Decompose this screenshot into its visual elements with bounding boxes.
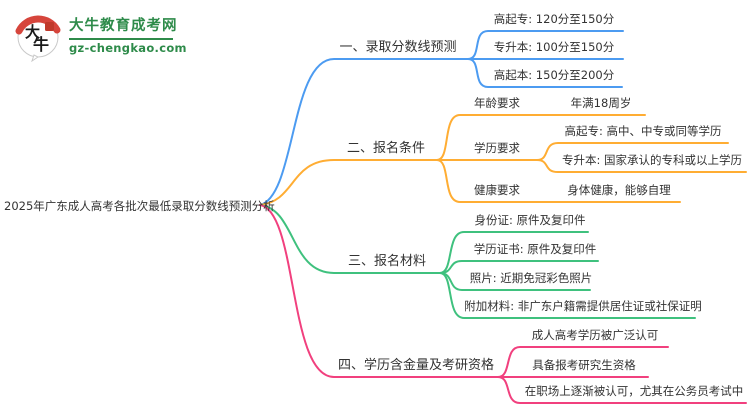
leaf-photo[interactable]: 照片: 近期免冠彩色照片 [469,271,593,285]
leaf-gaoqizhuan-score[interactable]: 高起专: 120分至150分 [493,12,615,26]
underline-branch4-leaf1 [497,346,669,378]
logo-text-block: 大牛教育成考网 gz-chengkao.com [69,17,187,55]
branch1-lines [259,30,624,206]
logo-divider [69,37,173,40]
underline-health-requirement [436,159,538,203]
node-health-requirement[interactable]: 健康要求 [474,183,520,197]
underline-age-requirement [436,114,538,161]
leaf-health-condition[interactable]: 身体健康，能够自理 [567,183,671,197]
svg-text:牛: 牛 [33,35,49,54]
link-root-branch4 [259,204,499,378]
branch-4-degree-value-postgrad[interactable]: 四、学历含金量及考研资格 [337,358,495,373]
underline-branch1-leaf1 [467,30,624,60]
branch2-lines [259,114,747,206]
branch-2-registration-requirements[interactable]: 二、报名条件 [346,141,426,156]
branch3-lines [259,204,696,319]
leaf-widely-recognized[interactable]: 成人高考学历被广泛认可 [531,328,659,342]
underline-branch4-leaf3 [497,376,747,404]
node-age-requirement[interactable]: 年龄要求 [474,96,520,110]
svg-text:大: 大 [25,23,40,41]
leaf-age-18[interactable]: 年满18周岁 [570,96,632,110]
link-root-branch3 [259,204,441,274]
link-root-branch2 [259,159,438,206]
leaf-workplace-recognition[interactable]: 在职场上逐渐被认可，尤其在公务员考试中 [524,384,744,398]
leaf-edu-gaoqizhuan[interactable]: 高起专: 高中、中专或同等学历 [564,124,722,138]
leaf-zhuanshengben-score[interactable]: 专升本: 100分至150分 [493,40,615,54]
leaf-additional-materials[interactable]: 附加材料: 非广东户籍需提供居住证或社保证明 [464,299,702,313]
leaf-edu-zhuanshengben[interactable]: 专升本: 国家承认的专科或以上学历 [561,153,743,167]
link-root-branch1 [259,58,469,206]
branch4-lines [259,204,747,404]
leaf-diploma[interactable]: 学历证书: 原件及复印件 [473,242,597,256]
logo-title: 大牛教育成考网 [69,18,178,35]
branch-3-registration-materials[interactable]: 三、报名材料 [347,254,427,269]
branch-1-admission-score-prediction[interactable]: 一、录取分数线预测 [339,40,457,55]
leaf-gaoqiben-score[interactable]: 高起本: 150分至200分 [493,68,615,82]
node-education-requirement[interactable]: 学历要求 [474,141,520,155]
logo-domain: gz-chengkao.com [69,40,187,55]
site-logo[interactable]: 大 牛 大牛教育成考网 gz-chengkao.com [14,10,187,62]
underline-branch3-leaf4 [439,272,696,319]
logo-bull-icon: 大 牛 [15,15,61,62]
leaf-id-card[interactable]: 身份证: 原件及复印件 [474,213,586,227]
underline-edu-leaf2 [536,159,747,173]
leaf-postgraduate-eligibility[interactable]: 具备报考研究生资格 [532,358,636,372]
underline-branch1-leaf3 [467,58,623,88]
root-node[interactable]: 2025年广东成人高考各批次最低录取分数线预测分析 [4,199,275,213]
